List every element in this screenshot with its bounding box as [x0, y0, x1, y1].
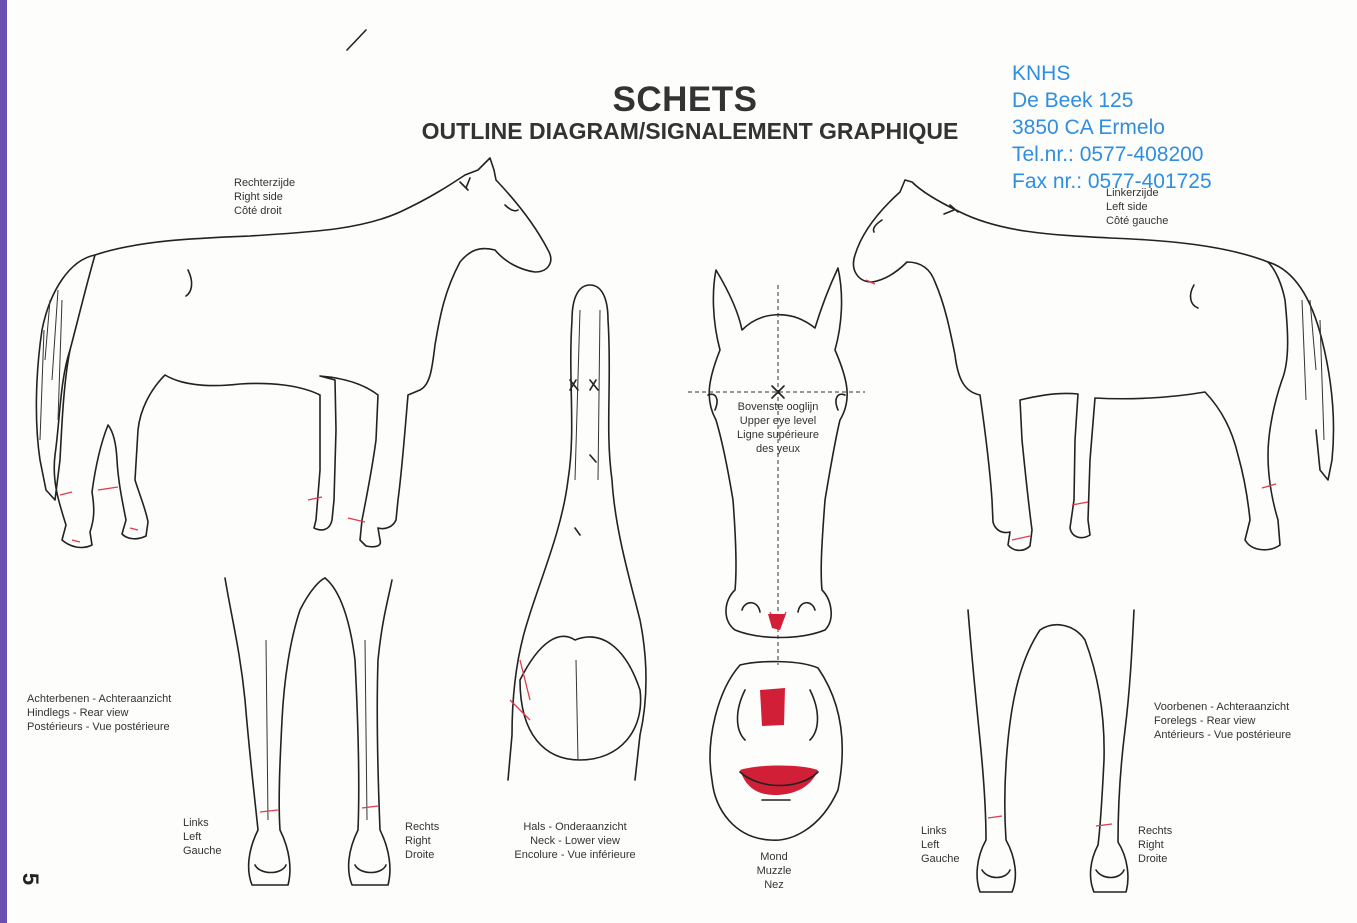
label-muzzle: Mond Muzzle Nez — [744, 850, 804, 892]
label-line: Rechts — [1138, 824, 1172, 838]
hindlegs-rear-view — [225, 578, 392, 885]
label-fore-left: Links Left Gauche — [921, 824, 960, 866]
label-line: Nez — [744, 878, 804, 892]
label-line: Left side — [1106, 200, 1168, 214]
label-line: des yeux — [728, 442, 828, 456]
label-line: Left — [183, 830, 222, 844]
label-line: Antérieurs - Vue postérieure — [1154, 728, 1291, 742]
label-line: Mond — [744, 850, 804, 864]
label-line: Encolure - Vue inférieure — [500, 848, 650, 862]
forelegs-rear-view — [968, 610, 1134, 892]
label-line: Forelegs - Rear view — [1154, 714, 1291, 728]
label-eye-level: Bovenste ooglijn Upper eye level Ligne s… — [728, 400, 828, 456]
horse-left-side — [854, 180, 1334, 550]
page-number: 5 — [17, 873, 43, 885]
label-line: Right side — [234, 190, 295, 204]
label-forelegs: Voorbenen - Achteraanzicht Forelegs - Re… — [1154, 700, 1291, 742]
knhs-stamp: KNHS De Beek 125 3850 CA Ermelo Tel.nr.:… — [1012, 60, 1212, 195]
neck-lower-view — [508, 285, 646, 780]
pen-mark — [347, 30, 366, 50]
label-line: Achterbenen - Achteraanzicht — [27, 692, 171, 706]
label-hind-left: Links Left Gauche — [183, 816, 222, 858]
label-line: Postérieurs - Vue postérieure — [27, 720, 171, 734]
label-line: Rechterzijde — [234, 176, 295, 190]
label-line: Hals - Onderaanzicht — [500, 820, 650, 834]
label-line: Left — [921, 838, 960, 852]
label-line: Gauche — [921, 852, 960, 866]
label-line: Voorbenen - Achteraanzicht — [1154, 700, 1291, 714]
label-line: Ligne supérieure — [728, 428, 828, 442]
label-line: Right — [1138, 838, 1172, 852]
label-line: Gauche — [183, 844, 222, 858]
label-line: Right — [405, 834, 439, 848]
label-line: Hindlegs - Rear view — [27, 706, 171, 720]
label-line: Muzzle — [744, 864, 804, 878]
label-neck: Hals - Onderaanzicht Neck - Lower view E… — [500, 820, 650, 862]
label-line: Linkerzijde — [1106, 186, 1168, 200]
stamp-line: Tel.nr.: 0577-408200 — [1012, 141, 1212, 168]
label-line: Côté gauche — [1106, 214, 1168, 228]
stamp-line: 3850 CA Ermelo — [1012, 114, 1212, 141]
label-left-side: Linkerzijde Left side Côté gauche — [1106, 186, 1168, 228]
label-line: Rechts — [405, 820, 439, 834]
label-line: Côté droit — [234, 204, 295, 218]
head-front-view — [688, 268, 865, 665]
label-line: Neck - Lower view — [500, 834, 650, 848]
label-line: Droite — [405, 848, 439, 862]
label-hindlegs: Achterbenen - Achteraanzicht Hindlegs - … — [27, 692, 171, 734]
page-subtitle: OUTLINE DIAGRAM/SIGNALEMENT GRAPHIQUE — [380, 118, 1000, 145]
label-line: Bovenste ooglijn — [728, 400, 828, 414]
stamp-line: KNHS — [1012, 60, 1212, 87]
label-fore-right: Rechts Right Droite — [1138, 824, 1172, 866]
label-line: Links — [183, 816, 222, 830]
label-line: Upper eye level — [728, 414, 828, 428]
label-line: Links — [921, 824, 960, 838]
page-title: SCHETS — [560, 80, 810, 120]
label-right-side: Rechterzijde Right side Côté droit — [234, 176, 295, 218]
label-line: Droite — [1138, 852, 1172, 866]
muzzle-view — [710, 662, 842, 841]
label-hind-right: Rechts Right Droite — [405, 820, 439, 862]
stamp-line: De Beek 125 — [1012, 87, 1212, 114]
